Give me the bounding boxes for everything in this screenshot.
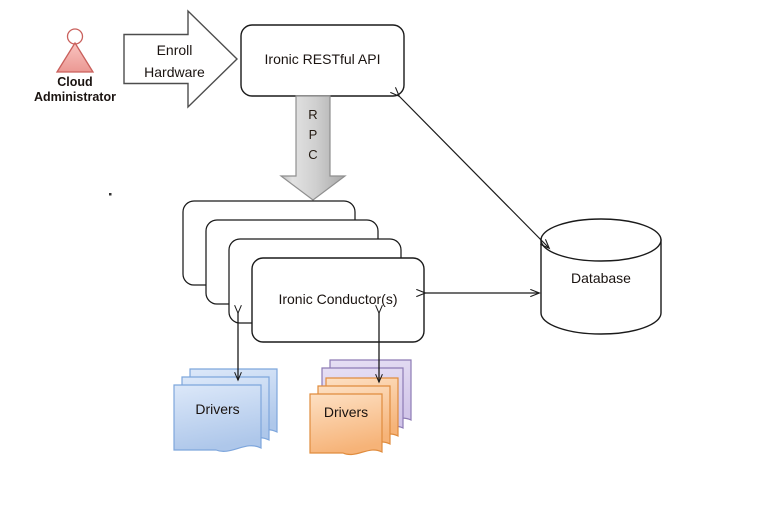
drivers-blue-stack	[173, 368, 278, 452]
drivers-orange-stack	[309, 359, 412, 455]
conductor-card-front	[251, 257, 425, 343]
stray-dot-artifact	[109, 193, 112, 196]
rpc-block-arrow	[279, 95, 347, 201]
drivers-blue-doc-1	[173, 384, 262, 452]
connector-api-to-database	[399, 96, 549, 248]
database-cylinder	[540, 218, 662, 335]
enroll-hardware-block-arrow	[123, 9, 239, 109]
drivers-orange-doc-1	[309, 393, 383, 455]
cloud-administrator-actor	[55, 28, 95, 73]
ironic-conductor-stack	[182, 200, 425, 343]
ironic-restful-api-box	[240, 24, 405, 97]
